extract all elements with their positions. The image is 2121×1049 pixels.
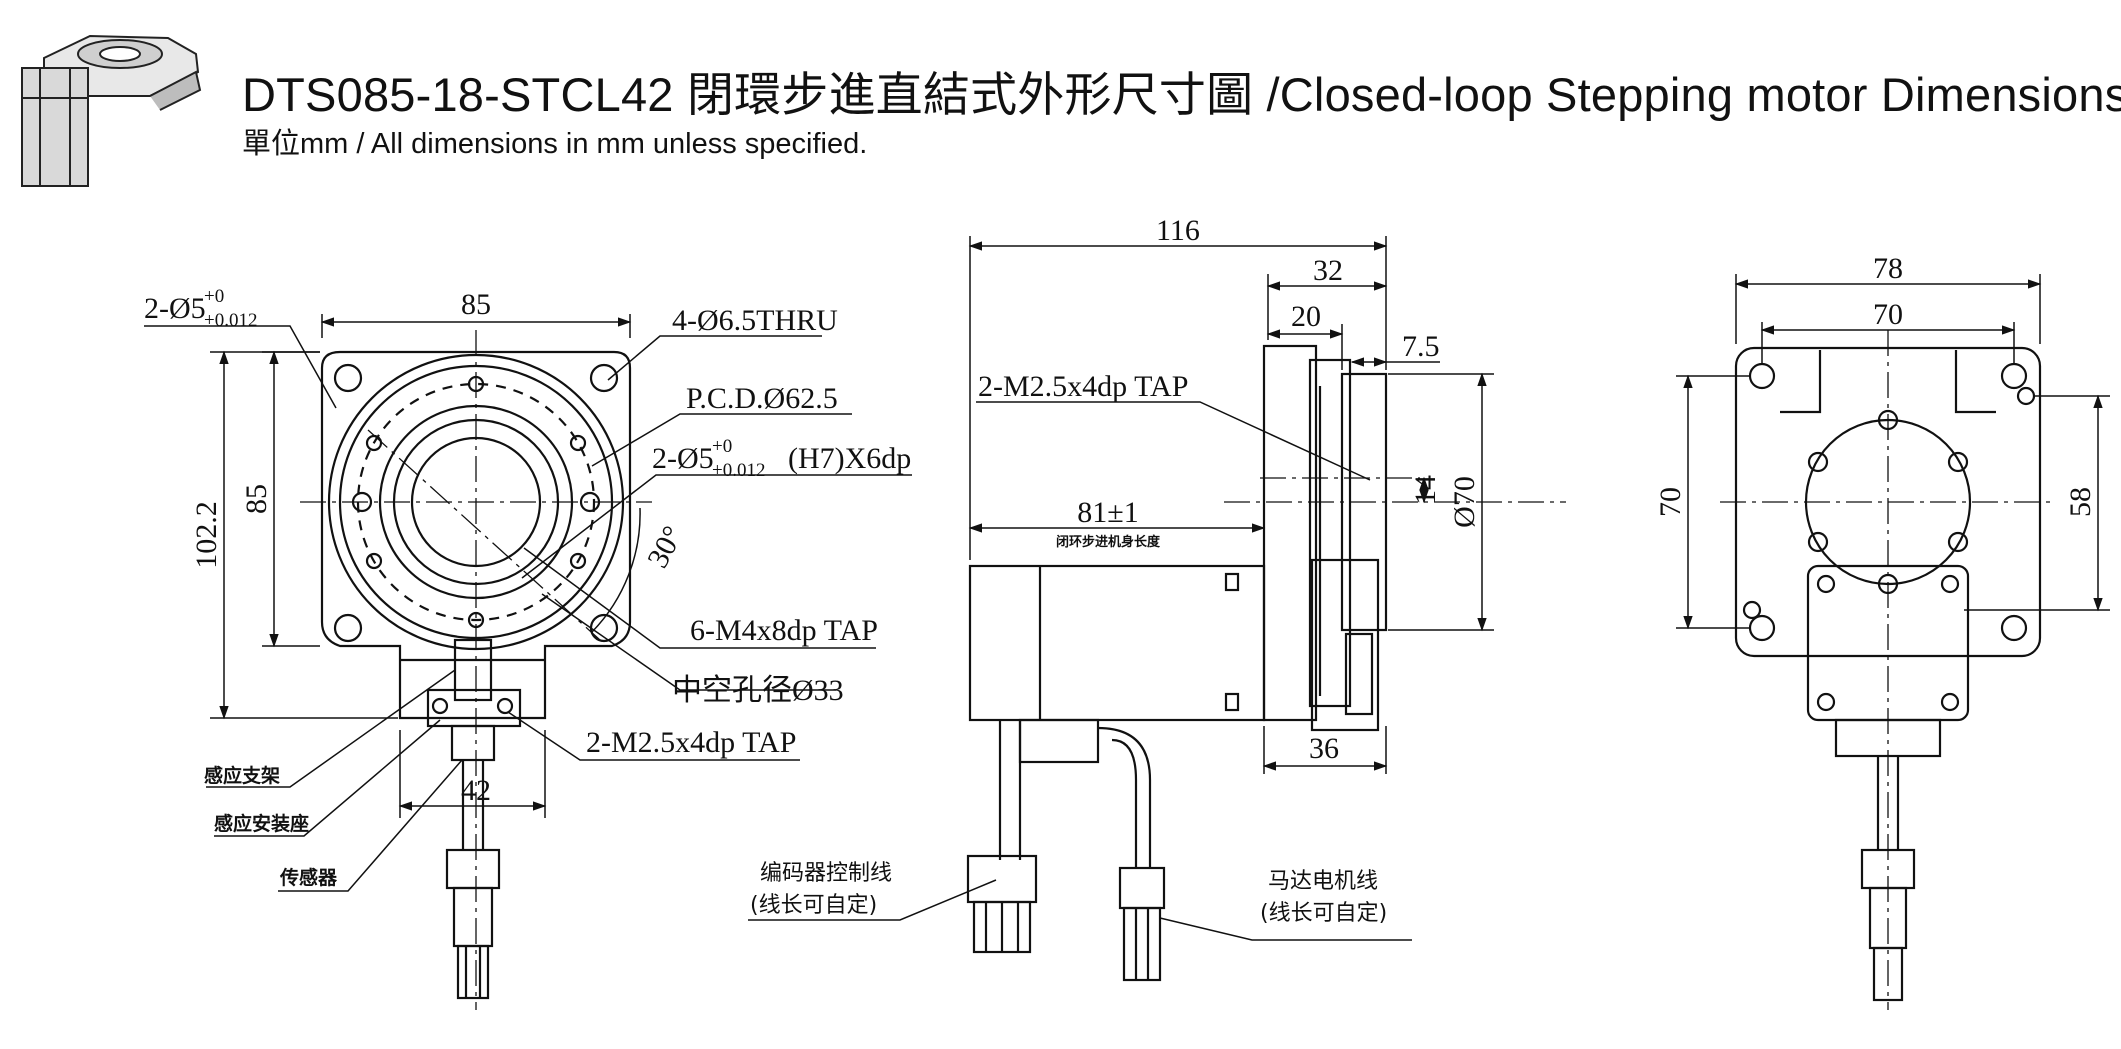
- table-depth-label: 20: [1291, 300, 1321, 333]
- motor-cable-label-2: (线长可自定): [1260, 901, 1387, 926]
- center-offset-label: 14: [1409, 475, 1442, 505]
- pin-holes-label: 2-Ø5: [652, 442, 714, 475]
- pcd-label: P.C.D.Ø62.5: [686, 382, 838, 415]
- side-centerlines: [1224, 477, 1566, 503]
- base-depth-label: 36: [1309, 732, 1339, 765]
- total-length-label: 116: [1156, 214, 1200, 247]
- motor-length-label: 81±1: [1077, 496, 1138, 529]
- front-body-outline: [320, 350, 632, 720]
- front-width-label: 85: [461, 288, 491, 321]
- sensor-bracket-label: 感应支架: [204, 764, 280, 787]
- page-subtitle: 單位mm / All dimensions in mm unless speci…: [242, 128, 868, 160]
- corner-hole: [333, 363, 363, 393]
- pin-hole-top-tol-lower: +0.012: [204, 310, 257, 331]
- pin-holes-tol-upper: +0: [712, 436, 732, 457]
- diameter-label: Ø70: [1448, 476, 1481, 528]
- page-title: DTS085-18-STCL42 閉環步進直結式外形尺寸圖 /Closed-lo…: [242, 68, 2121, 121]
- rear-centerlines: [1720, 330, 2056, 1010]
- corner-hole: [333, 613, 363, 643]
- front-dimensions: [144, 314, 912, 892]
- offset-label: 7.5: [1402, 330, 1440, 363]
- hollow-bore-label: 中空孔径Ø33: [672, 674, 844, 707]
- tapped-holes-label: 6-M4x8dp TAP: [690, 614, 878, 647]
- angle-label: 30°: [641, 521, 690, 574]
- height-square-label: 85: [240, 484, 273, 514]
- sensor-label: 传感器: [279, 866, 338, 889]
- pin-hole-top-tol-upper: +0: [204, 286, 224, 307]
- corner-hole: [589, 363, 619, 393]
- rear-width-outer-label: 78: [1873, 252, 1903, 285]
- rear-width-inner-label: 70: [1873, 298, 1903, 331]
- thru-holes-label: 4-Ø6.5THRU: [672, 304, 838, 337]
- pin-holes-tol-lower: +0.012: [712, 460, 765, 481]
- encoder-cable-label-1: 编码器控制线: [760, 861, 892, 886]
- sensor-tap-label: 2-M2.5x4dp TAP: [586, 726, 796, 759]
- side-dimensions: [748, 236, 1494, 941]
- rear-dim-labels: 78 70 70 58: [1654, 252, 2097, 517]
- flange-depth-label: 32: [1313, 254, 1343, 287]
- rear-dimensions: [1676, 274, 2110, 630]
- rear-height-left-label: 70: [1654, 487, 1687, 517]
- flange: [1262, 344, 1318, 722]
- front-dim-labels: 85 2-Ø5 +0 +0.012 4-Ø6.5THRU P.C.D.Ø62.5…: [144, 286, 911, 889]
- top-tap-label: 2-M2.5x4dp TAP: [978, 370, 1188, 403]
- pin-hole-top-label: 2-Ø5: [144, 292, 206, 325]
- motor-cable-label-1: 马达电机线: [1268, 869, 1378, 894]
- sensor-width-label: 42: [461, 774, 491, 807]
- product-thumbnail: [21, 34, 202, 187]
- height-total-label: 102.2: [190, 501, 223, 569]
- rear-height-right-label: 58: [2064, 487, 2097, 517]
- encoder-cable-label-2: (线长可自定): [750, 893, 877, 918]
- front-centerlines: [300, 330, 652, 1010]
- motor-length-note: 闭环步进机身长度: [1056, 534, 1161, 550]
- side-view: [966, 344, 1388, 982]
- pin-holes-suffix: (H7)X6dp: [788, 442, 911, 475]
- side-dim-labels: 116 32 20 7.5 2-M2.5x4dp TAP 81±1 闭环步进机身…: [750, 214, 1481, 926]
- sensor-mount-label: 感应安装座: [214, 812, 309, 835]
- motor-body: [968, 564, 1266, 722]
